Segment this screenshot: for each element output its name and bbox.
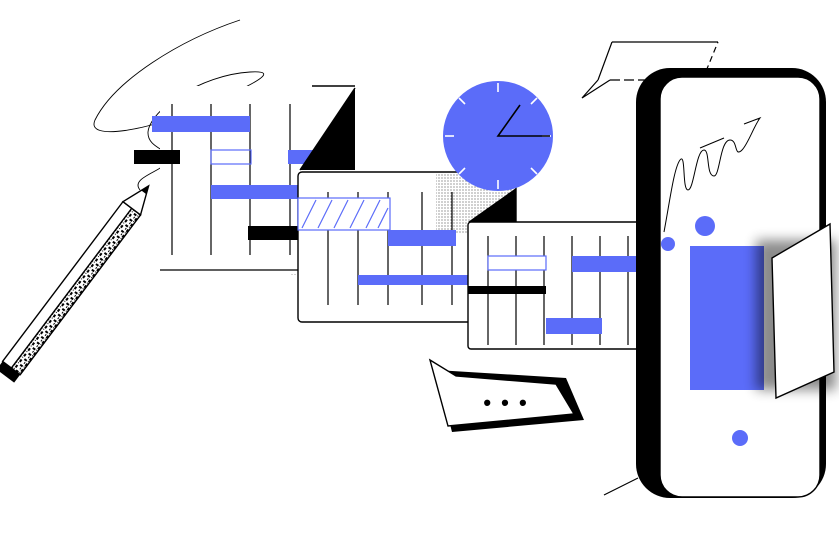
panel-2-fold	[468, 188, 516, 222]
gantt-bar	[546, 318, 602, 334]
phone-image-block	[690, 246, 764, 390]
signature-scribble	[663, 116, 762, 233]
gantt-bar	[358, 275, 470, 285]
gantt-bar-outline	[210, 149, 252, 165]
pencil-icon	[0, 184, 150, 383]
gantt-bar	[388, 230, 456, 246]
gantt-bar	[468, 286, 546, 294]
gantt-bar	[572, 256, 638, 272]
gantt-bar-hatched	[297, 197, 391, 231]
gantt-bar	[211, 185, 301, 199]
gantt-bar	[152, 116, 250, 132]
typing-bubble-icon: • • •	[428, 358, 584, 432]
clock-icon	[443, 81, 553, 191]
phone-dot	[661, 237, 675, 251]
phone-home-button	[732, 430, 748, 446]
phone-dot	[695, 216, 715, 236]
gantt-bar	[248, 226, 300, 240]
gantt-bar	[134, 150, 180, 164]
smartphone-icon	[603, 68, 836, 498]
typing-dots: • • •	[483, 390, 528, 415]
phone-card-overlay	[771, 222, 835, 400]
gantt-bar-outline	[487, 255, 547, 271]
gantt-panel-3	[467, 221, 641, 350]
